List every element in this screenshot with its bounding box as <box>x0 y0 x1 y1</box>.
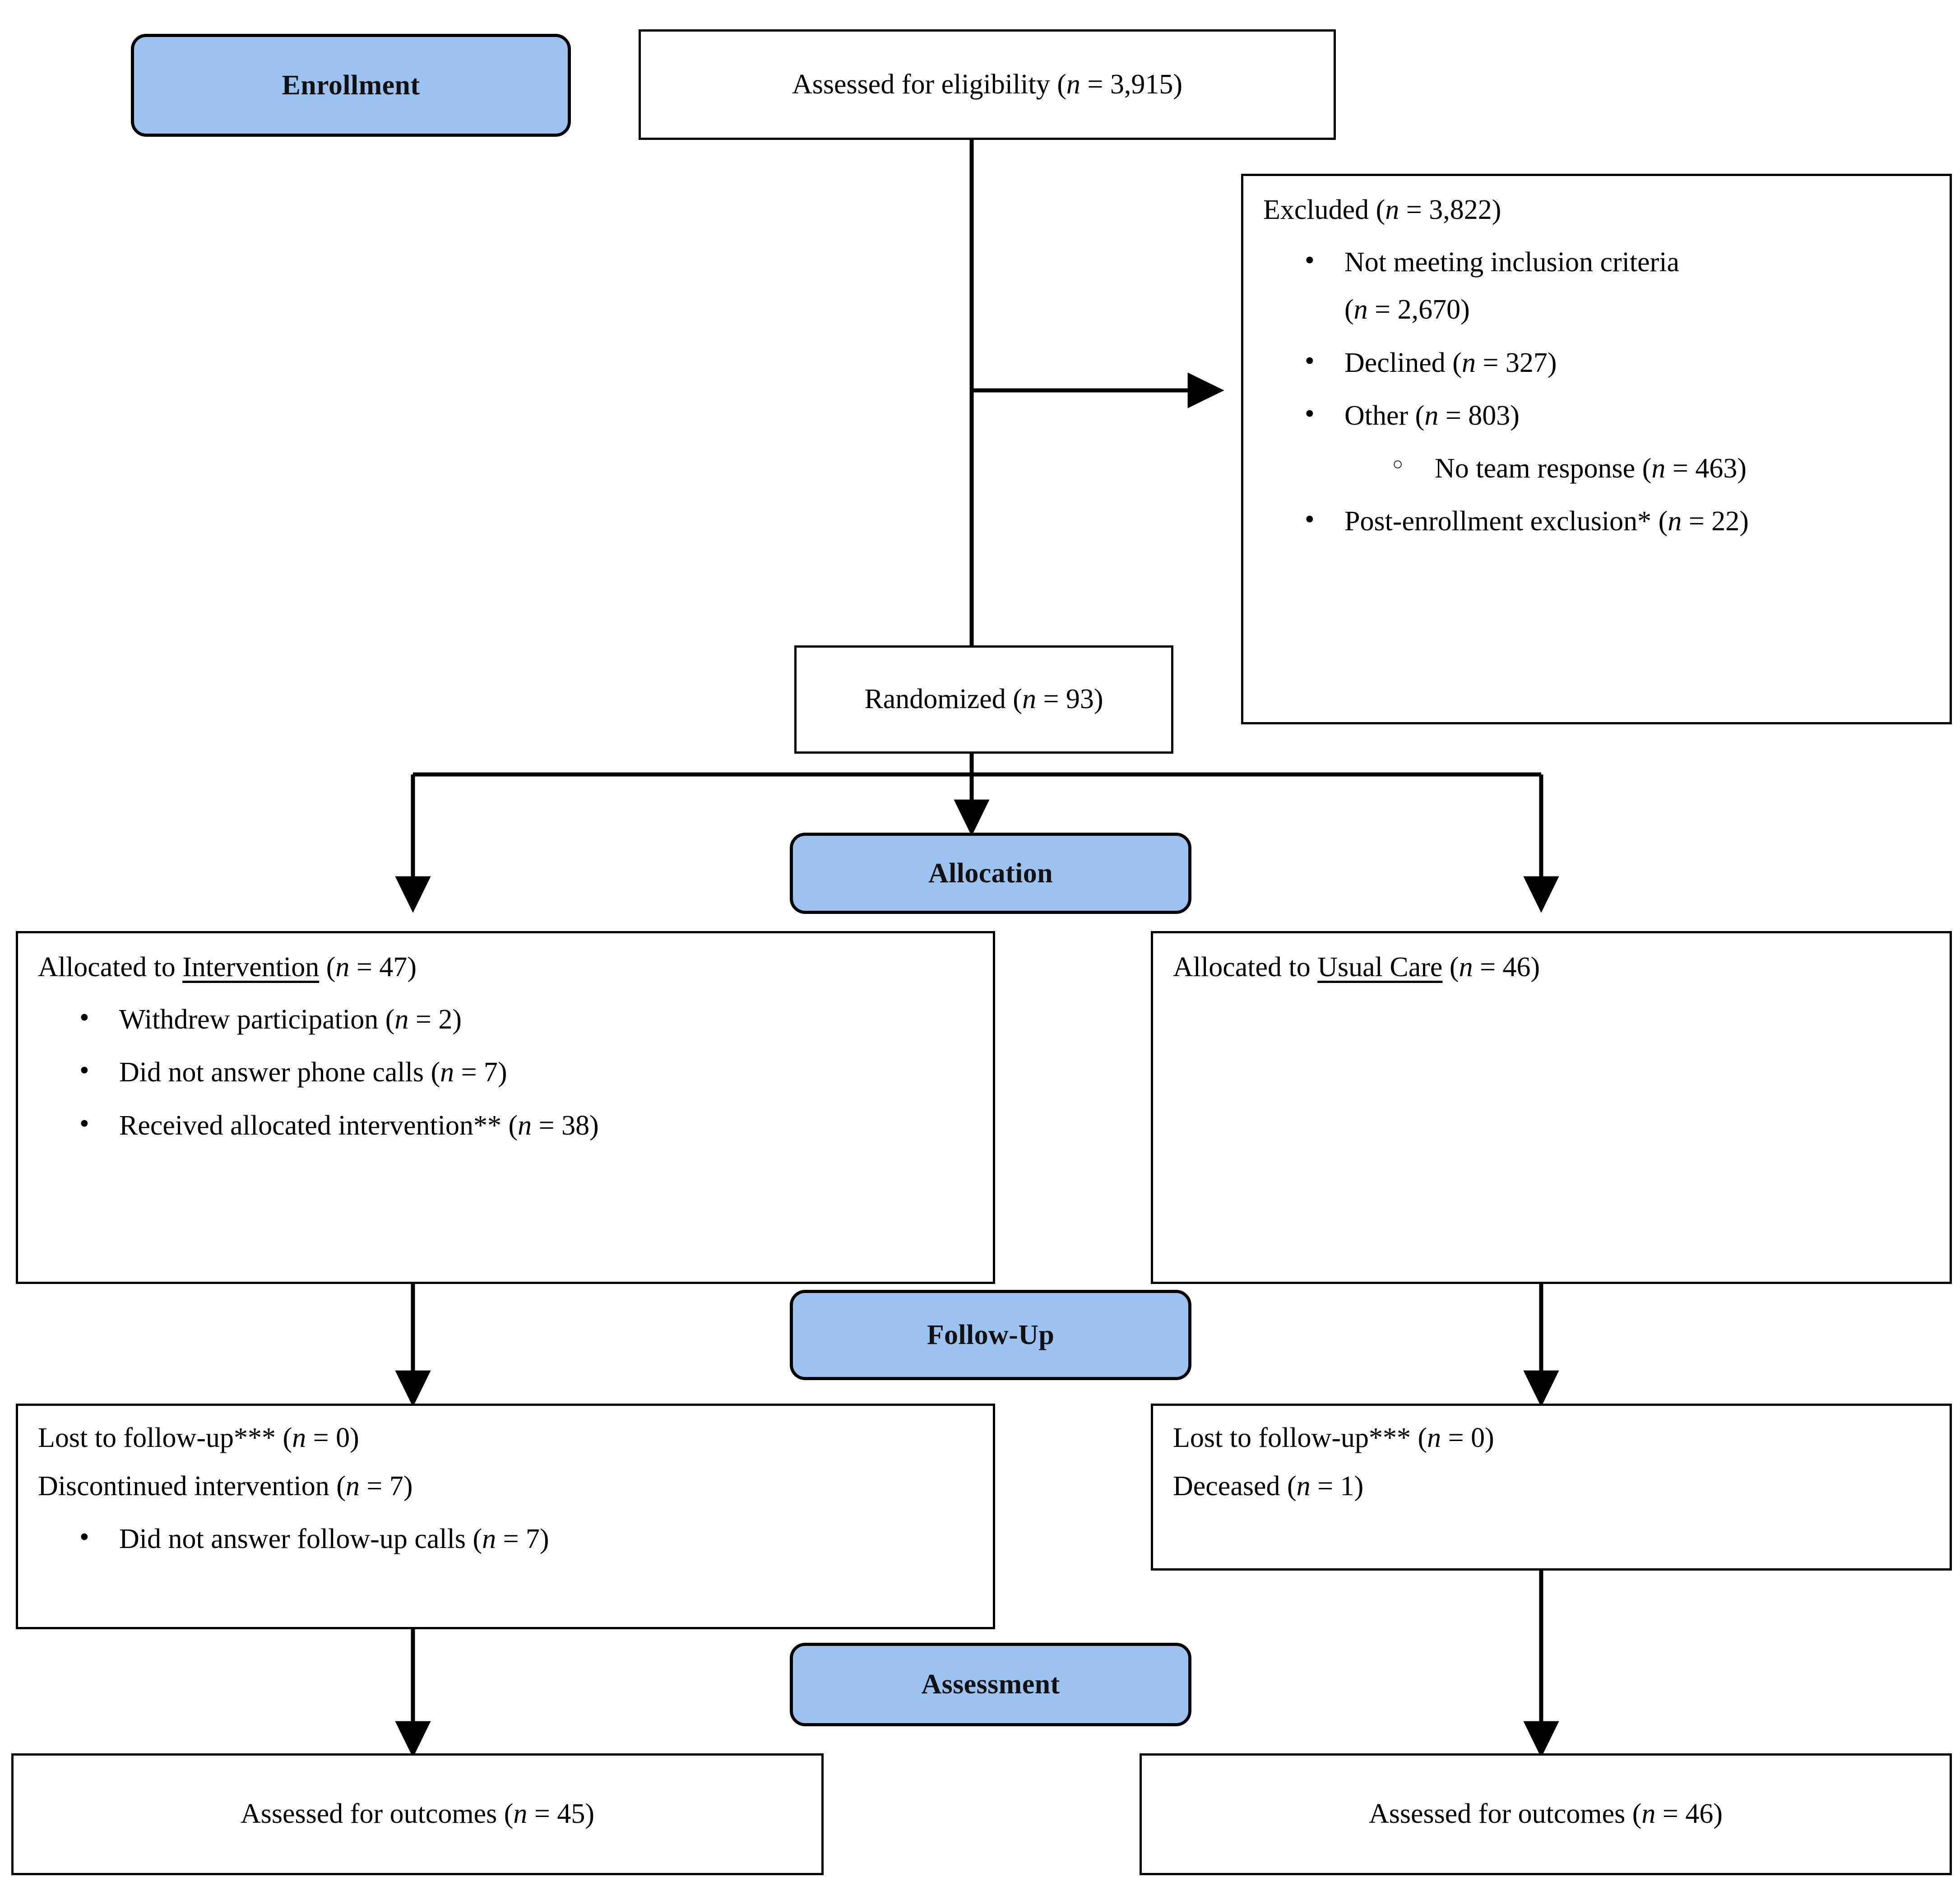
excluded-heading: Excluded (n = 3,822) <box>1263 195 1501 225</box>
node-allocated-usual-care: Allocated to Usual Care (n = 46) <box>1151 931 1952 1284</box>
allocated-intervention-heading: Allocated to Intervention (n = 47) <box>38 952 417 983</box>
stage-label-enrollment: Enrollment <box>282 70 420 101</box>
stage-badge-allocation: Allocation <box>790 833 1191 914</box>
list-item: Received allocated intervention** (n = 3… <box>38 1108 993 1142</box>
followup-left-line-1: Lost to follow-up*** (n = 0) <box>38 1423 359 1453</box>
stage-badge-assessment: Assessment <box>790 1643 1191 1726</box>
stage-label-assessment: Assessment <box>921 1669 1060 1700</box>
list-item: Did not answer phone calls (n = 7) <box>38 1054 993 1089</box>
followup-left-line-2: Discontinued intervention (n = 7) <box>38 1471 413 1502</box>
allocated-intervention-list: Withdrew participation (n = 2) Did not a… <box>38 1001 993 1142</box>
followup-right-line-1: Lost to follow-up*** (n = 0) <box>1173 1423 1494 1453</box>
assessed-outcomes-left-text: Assessed for outcomes (n = 45) <box>240 1798 594 1830</box>
node-randomized: Randomized (n = 93) <box>794 645 1173 754</box>
list-item: Declined (n = 327) <box>1263 345 1950 380</box>
list-item: Did not answer follow-up calls (n = 7) <box>38 1521 993 1556</box>
list-item-sub: No team response (n = 463) <box>1263 452 1950 485</box>
assessed-for-eligibility-text: Assessed for eligibility (n = 3,915) <box>792 69 1182 100</box>
list-item-continuation: (n = 2,670) <box>1344 294 1470 325</box>
assessed-outcomes-right-text: Assessed for outcomes (n = 46) <box>1368 1798 1723 1830</box>
node-allocated-intervention: Allocated to Intervention (n = 47) Withd… <box>16 931 995 1284</box>
allocated-usual-care-heading: Allocated to Usual Care (n = 46) <box>1173 952 1540 983</box>
node-assessed-for-eligibility: Assessed for eligibility (n = 3,915) <box>639 29 1336 140</box>
list-item: Not meeting inclusion criteria <box>1263 244 1950 279</box>
excluded-reason-list: Not meeting inclusion criteria (n = 2,67… <box>1263 244 1950 538</box>
node-followup-intervention: Lost to follow-up*** (n = 0) Discontinue… <box>16 1404 995 1629</box>
node-followup-usual-care: Lost to follow-up*** (n = 0) Deceased (n… <box>1151 1404 1952 1571</box>
stage-label-follow-up: Follow-Up <box>927 1319 1055 1350</box>
stage-label-allocation: Allocation <box>928 857 1053 889</box>
followup-right-line-2: Deceased (n = 1) <box>1173 1471 1364 1502</box>
node-excluded: Excluded (n = 3,822) Not meeting inclusi… <box>1241 174 1952 724</box>
stage-badge-enrollment: Enrollment <box>131 34 571 137</box>
stage-badge-follow-up: Follow-Up <box>790 1290 1191 1380</box>
list-item: Other (n = 803) <box>1263 398 1950 432</box>
followup-left-list: Did not answer follow-up calls (n = 7) <box>38 1521 993 1556</box>
list-item: Withdrew participation (n = 2) <box>38 1001 993 1036</box>
node-assessed-outcomes-intervention: Assessed for outcomes (n = 45) <box>11 1753 824 1875</box>
randomized-text: Randomized (n = 93) <box>864 684 1103 715</box>
node-assessed-outcomes-usual-care: Assessed for outcomes (n = 46) <box>1140 1753 1952 1875</box>
list-item: Post-enrollment exclusion* (n = 22) <box>1263 503 1950 538</box>
